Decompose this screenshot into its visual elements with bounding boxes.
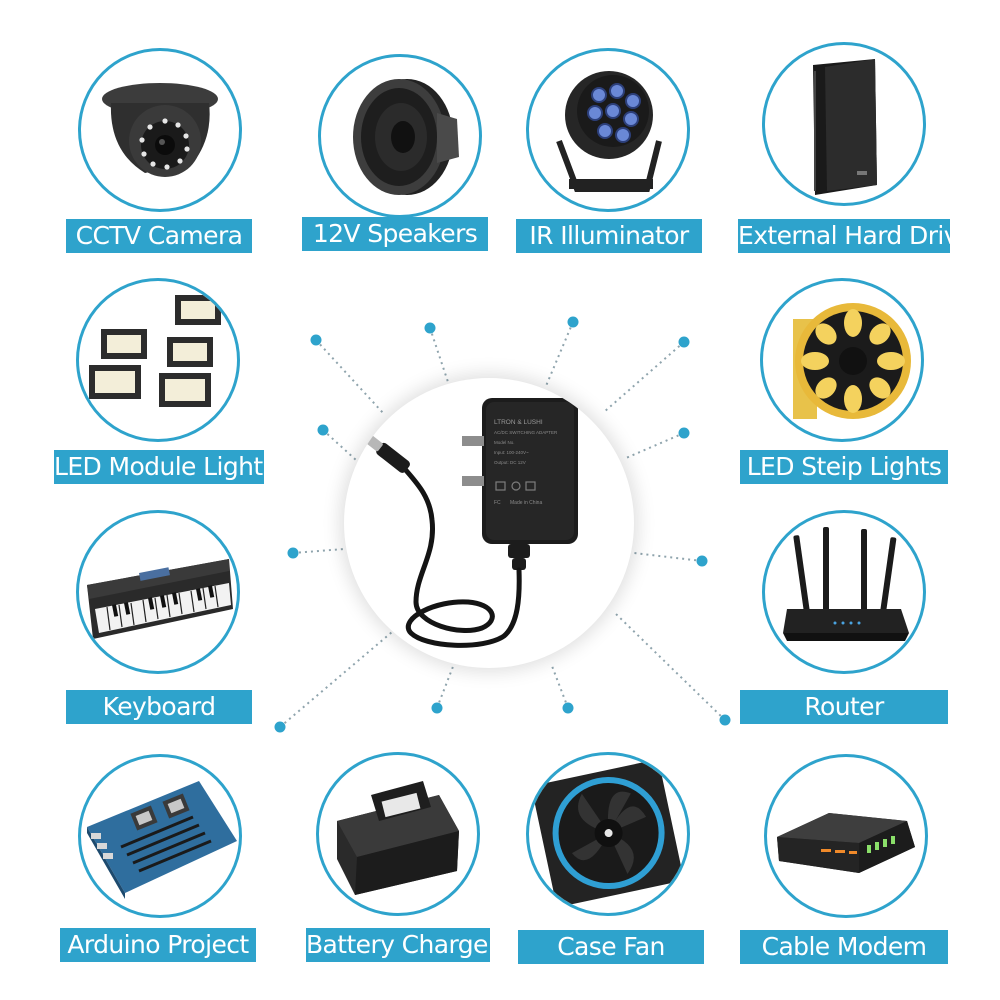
device-label-hard-drive: External Hard Drive bbox=[738, 219, 950, 253]
device-label-cable-modem: Cable Modem bbox=[740, 930, 948, 964]
battery-charger-icon bbox=[337, 781, 459, 895]
adapter-label-line-4: Input: 100-240V~ bbox=[494, 450, 529, 455]
ir-illuminator-icon bbox=[556, 71, 662, 192]
device-circle-arduino-project bbox=[78, 754, 242, 918]
adapter-origin-text: Made in China bbox=[510, 500, 542, 506]
device-label-case-fan: Case Fan bbox=[518, 930, 704, 964]
device-circle-led-module-lights bbox=[76, 278, 240, 442]
device-circle-battery-charger bbox=[316, 752, 480, 916]
adapter-label-line-3: Model No. bbox=[494, 440, 515, 445]
circuit-board-icon bbox=[87, 781, 237, 899]
device-label-speakers: 12V Speakers bbox=[302, 217, 488, 251]
adapter-label-line-2: AC/DC SWITCHING ADAPTER bbox=[494, 430, 558, 435]
device-label-cctv-camera: CCTV Camera bbox=[66, 219, 252, 253]
device-circle-case-fan bbox=[526, 752, 690, 916]
case-fan-icon bbox=[533, 761, 682, 905]
center-product-circle: LTRON & LUSHI AC/DC SWITCHING ADAPTER Mo… bbox=[344, 378, 634, 668]
adapter-label-line-5: Output: DC 12V bbox=[494, 460, 526, 465]
device-circle-keyboard bbox=[76, 510, 240, 674]
led-module-lights-icon bbox=[89, 295, 221, 407]
cctv-camera-icon bbox=[102, 83, 218, 177]
device-circle-cable-modem bbox=[764, 754, 928, 918]
device-circle-ir-illuminator bbox=[526, 48, 690, 212]
device-circle-cctv-camera bbox=[78, 48, 242, 212]
device-label-arduino-project: Arduino Project bbox=[60, 928, 256, 962]
device-label-battery-charger: Battery Charger bbox=[306, 928, 490, 962]
cable-modem-icon bbox=[777, 813, 915, 873]
device-label-led-module-lights: LED Module Lights bbox=[54, 450, 264, 484]
adapter-label-line-1: LTRON & LUSHI bbox=[494, 419, 543, 426]
device-label-ir-illuminator: IR Illuminator bbox=[516, 219, 702, 253]
router-icon bbox=[783, 527, 909, 641]
hard-drive-icon bbox=[813, 59, 877, 195]
power-adapter-icon: LTRON & LUSHI AC/DC SWITCHING ADAPTER Mo… bbox=[364, 398, 578, 648]
device-circle-hard-drive bbox=[762, 42, 926, 206]
svg-text:FC: FC bbox=[494, 500, 501, 506]
speaker-icon bbox=[353, 79, 459, 195]
led-strip-reel-icon bbox=[793, 303, 911, 419]
device-label-led-strip-lights: LED Steip Lights bbox=[740, 450, 948, 484]
device-label-keyboard: Keyboard bbox=[66, 690, 252, 724]
device-circle-led-strip-lights bbox=[760, 278, 924, 442]
keyboard-icon bbox=[87, 559, 233, 639]
device-label-router: Router bbox=[740, 690, 948, 724]
device-circle-router bbox=[762, 510, 926, 674]
device-circle-speakers bbox=[318, 54, 482, 218]
